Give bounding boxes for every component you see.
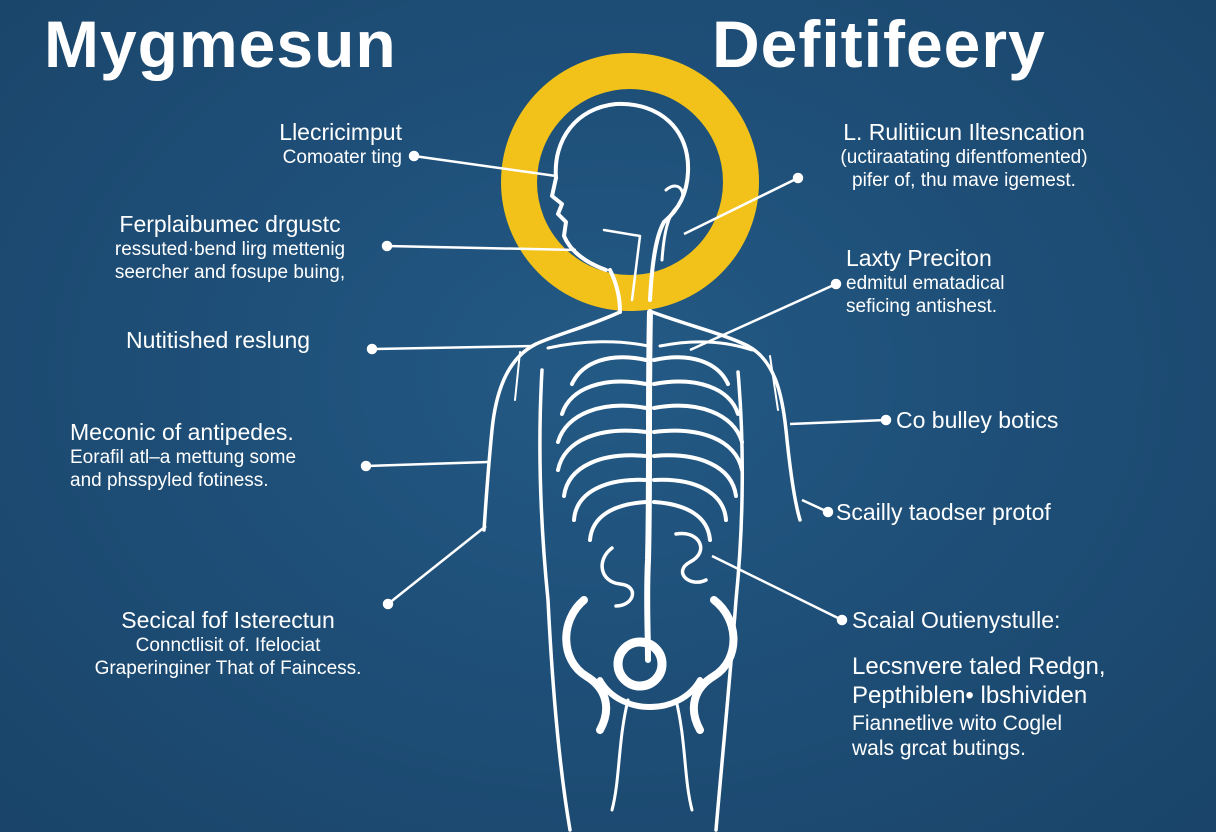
right-arm-inner (769, 355, 779, 411)
left-label-4-line-1: Eorafil atl–a mettung some (70, 447, 297, 469)
right-label-2-line-1: edmitul ematadical (846, 273, 1005, 295)
left-label-5: Secical fof Isterectun Connctlisit of. I… (60, 606, 396, 680)
callout-line-left-2 (386, 244, 577, 252)
intestine-left (600, 546, 635, 608)
neck-back (648, 220, 666, 302)
right-label-3: Co bulley botics (896, 406, 1058, 434)
pelvis-lower (597, 677, 703, 710)
left-label-5-line-2: Graperinginer That of Faincess. (94, 658, 362, 680)
right-label-2-head: Laxty Preciton (846, 245, 992, 271)
callout-line-left-3 (371, 344, 535, 351)
right-label-4: Scailly taodser protof (836, 498, 1051, 526)
callout-line-left-1 (413, 154, 557, 178)
left-label-1: Llecricimput Comoater ting (279, 118, 402, 169)
pelvis-right (689, 596, 738, 734)
ribs-left (556, 355, 648, 542)
right-label-2-line-2: seficing antishest. (846, 296, 998, 318)
face-profile (550, 176, 608, 272)
callout-line-right-1 (683, 176, 799, 236)
halo-ring (501, 53, 759, 311)
right-label-6-line-2: Fiannetlive wito Coglel (852, 711, 1063, 735)
head-outline (553, 101, 691, 224)
callout-lines (360, 150, 892, 626)
throat-tube (602, 228, 642, 302)
left-label-3-head: Nutitished reslung (126, 327, 311, 353)
right-label-1-line-2: pifer of, thu mave igemest. (852, 170, 1076, 192)
left-label-2-line-2: seercher and fosupe buing, (114, 262, 346, 284)
ribs-right (652, 355, 744, 542)
left-label-2-head: Ferplaibumec drgustc (119, 211, 341, 237)
right-label-1: L. Rulitiicun Iltesncation (uctiraatatin… (788, 118, 1140, 192)
callout-line-right-2 (689, 282, 837, 352)
callout-line-right-5 (711, 554, 843, 622)
leg-left-inner (610, 698, 630, 812)
leg-right-inner (674, 698, 694, 812)
left-label-4: Meconic of antipedes. Eorafil atl–a mett… (70, 418, 296, 492)
left-label-2-line-1: ressuted·bend lirg mettenig (114, 239, 346, 261)
intestine-right (674, 531, 708, 584)
title-right: Defitifeery (712, 7, 1046, 81)
callout-line-right-3 (789, 418, 887, 426)
right-label-1-line-1: (uctiraatating difentfomented) (840, 147, 1088, 169)
left-label-1-line-1: Comoater ting (282, 147, 402, 169)
left-label-1-head: Llecricimput (279, 119, 402, 145)
torso-left-edge (538, 368, 572, 832)
left-label-3: Nutitished reslung (126, 326, 310, 354)
right-label-6-head: Lecsnvere taled Redgn, (852, 653, 1106, 680)
left-arm-inner (514, 351, 521, 401)
left-label-2: Ferplaibumec drgustc ressuted·bend lirg … (62, 210, 398, 284)
right-label-6-line-1: Pepthiblen• lbshividen (852, 682, 1088, 710)
left-label-4-head: Meconic of antipedes. (70, 419, 294, 445)
right-label-1-head: L. Rulitiicun Iltesncation (843, 119, 1085, 145)
spine (644, 309, 653, 663)
ear-tube (660, 184, 685, 262)
left-label-5-line-1: Connctlisit of. Ifelociat (135, 635, 321, 657)
right-label-6-line-3: wals grcat butings. (852, 737, 1026, 761)
right-label-5-head: Scaial Outienystulle: (852, 607, 1061, 633)
right-label-2: Laxty Preciton edmitul ematadical sefici… (846, 244, 1004, 318)
left-label-5-head: Secical fof Isterectun (121, 607, 335, 633)
title-left: Mygmesun (44, 7, 397, 81)
neck-front (608, 268, 622, 314)
right-label-3-head: Co bulley botics (896, 407, 1059, 433)
left-label-4-line-2: and phsspyled fotiness. (70, 470, 269, 492)
clavicle-left (546, 340, 650, 350)
pelvis-ring (613, 637, 667, 691)
right-label-4-head: Scailly taodser protof (836, 499, 1051, 525)
right-label-5: Scaial Outienystulle: (852, 606, 1060, 634)
pelvis-left (562, 596, 611, 734)
callout-line-left-5 (387, 525, 487, 605)
callout-line-left-4 (365, 460, 489, 468)
left-shoulder (482, 310, 622, 532)
right-label-6: Lecsnvere taled Redgn, Pepthiblen• lbshi… (852, 652, 1106, 762)
